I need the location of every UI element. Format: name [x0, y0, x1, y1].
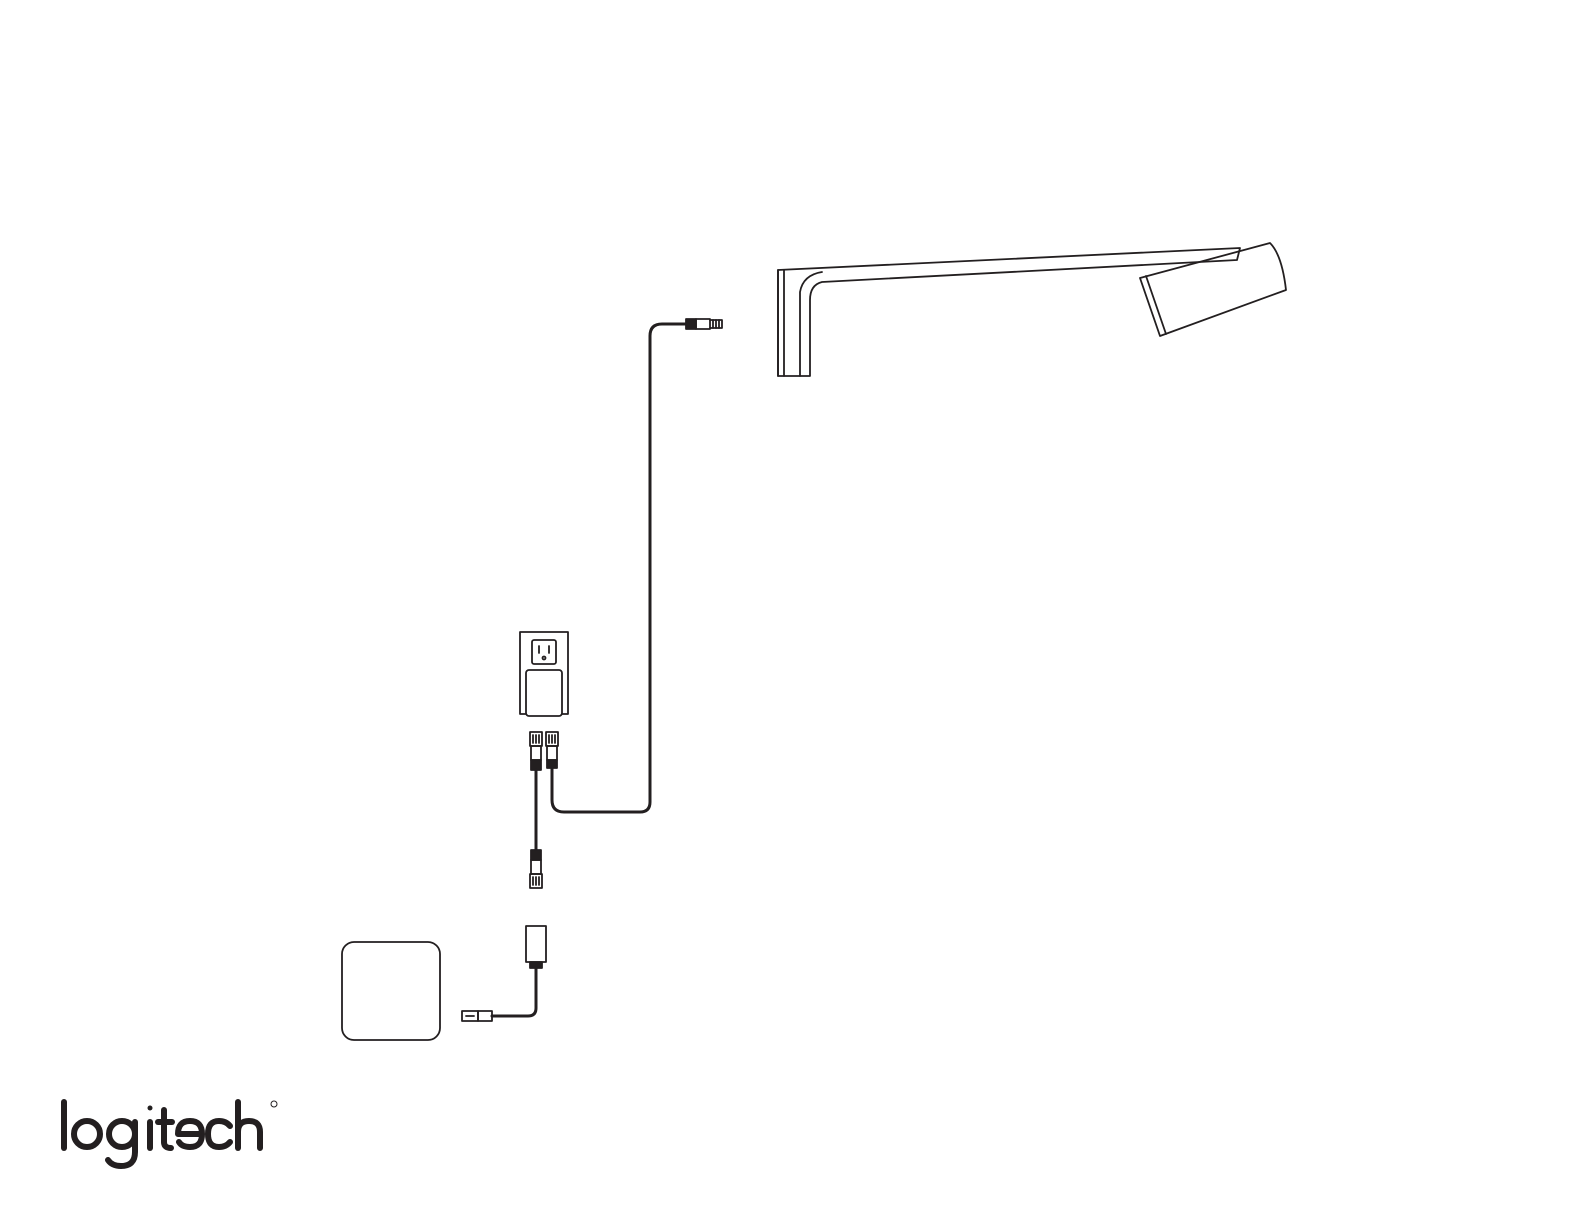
power-adapter-icon	[526, 670, 562, 716]
camera-mount-icon	[778, 243, 1286, 376]
usb-adapter-icon	[462, 926, 546, 1021]
computer-box-icon	[342, 942, 440, 1040]
ethernet-cable-down	[530, 770, 542, 888]
ethernet-cable-camera	[552, 319, 722, 812]
logitech-logo: logitech	[58, 1086, 298, 1176]
ethernet-plugs-icon	[530, 732, 558, 770]
